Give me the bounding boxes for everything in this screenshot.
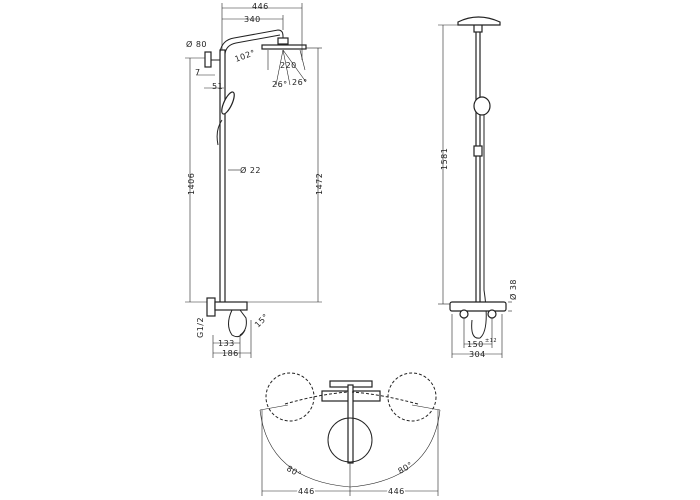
- dim-186: 186: [222, 349, 239, 358]
- top-view: 80° 80° 446 446: [259, 372, 441, 498]
- swivel-right-circle: [387, 372, 437, 422]
- dim-g12: G1/2: [196, 317, 205, 338]
- dim-1406: 1406: [187, 173, 196, 195]
- dim-133: 133: [218, 339, 235, 348]
- dim-446-left: 446: [298, 487, 315, 496]
- dim-diameter-22: Ø 22: [240, 165, 261, 175]
- dim-26-right: 26°: [292, 78, 308, 87]
- dim-51: 51: [212, 82, 223, 91]
- dim-446: 446: [252, 2, 269, 11]
- front-view: 446 340 Ø 80 7 51 102° 220 26° 26° 1406 …: [185, 2, 324, 358]
- wall-bracket: [204, 51, 212, 68]
- dim-1472: 1472: [315, 173, 324, 195]
- mixer-bar: [214, 301, 248, 311]
- angle-15: 15°: [253, 312, 270, 329]
- dim-7: 7: [195, 68, 201, 77]
- tolerance-12: ±12: [485, 338, 497, 344]
- thermostat-mixer: [449, 301, 507, 312]
- dim-446-right: 446: [388, 487, 405, 496]
- hand-shower: [221, 91, 235, 115]
- slide-holder: [473, 145, 483, 157]
- dim-220: 220: [280, 61, 297, 70]
- hand-shower: [473, 96, 491, 116]
- dim-26-left: 26°: [272, 80, 288, 89]
- shower-arm: [219, 29, 284, 55]
- angle-102: 102°: [234, 48, 257, 64]
- dim-1581: 1581: [440, 148, 449, 170]
- overhead-shower-head: [261, 44, 307, 50]
- swivel-left-circle: [265, 372, 315, 422]
- dim-diameter-38: Ø 38: [508, 279, 518, 300]
- dim-diameter-80: Ø 80: [186, 39, 207, 49]
- head-joint: [277, 37, 289, 45]
- angle-80-right: 80°: [397, 460, 415, 476]
- overhead-shower-head: [457, 16, 501, 26]
- shower-pipe: [475, 29, 481, 306]
- hand-shower-holder: [216, 119, 223, 146]
- mixer-body: [206, 297, 216, 317]
- dim-340: 340: [244, 15, 261, 24]
- side-view: 1581 Ø 38 150 ±12 304: [438, 16, 518, 359]
- dim-304: 304: [469, 350, 486, 359]
- dim-150: 150: [467, 340, 484, 349]
- shower-pipe: [347, 384, 354, 464]
- hose-loop: [228, 309, 247, 338]
- angle-80-left: 80°: [285, 464, 303, 480]
